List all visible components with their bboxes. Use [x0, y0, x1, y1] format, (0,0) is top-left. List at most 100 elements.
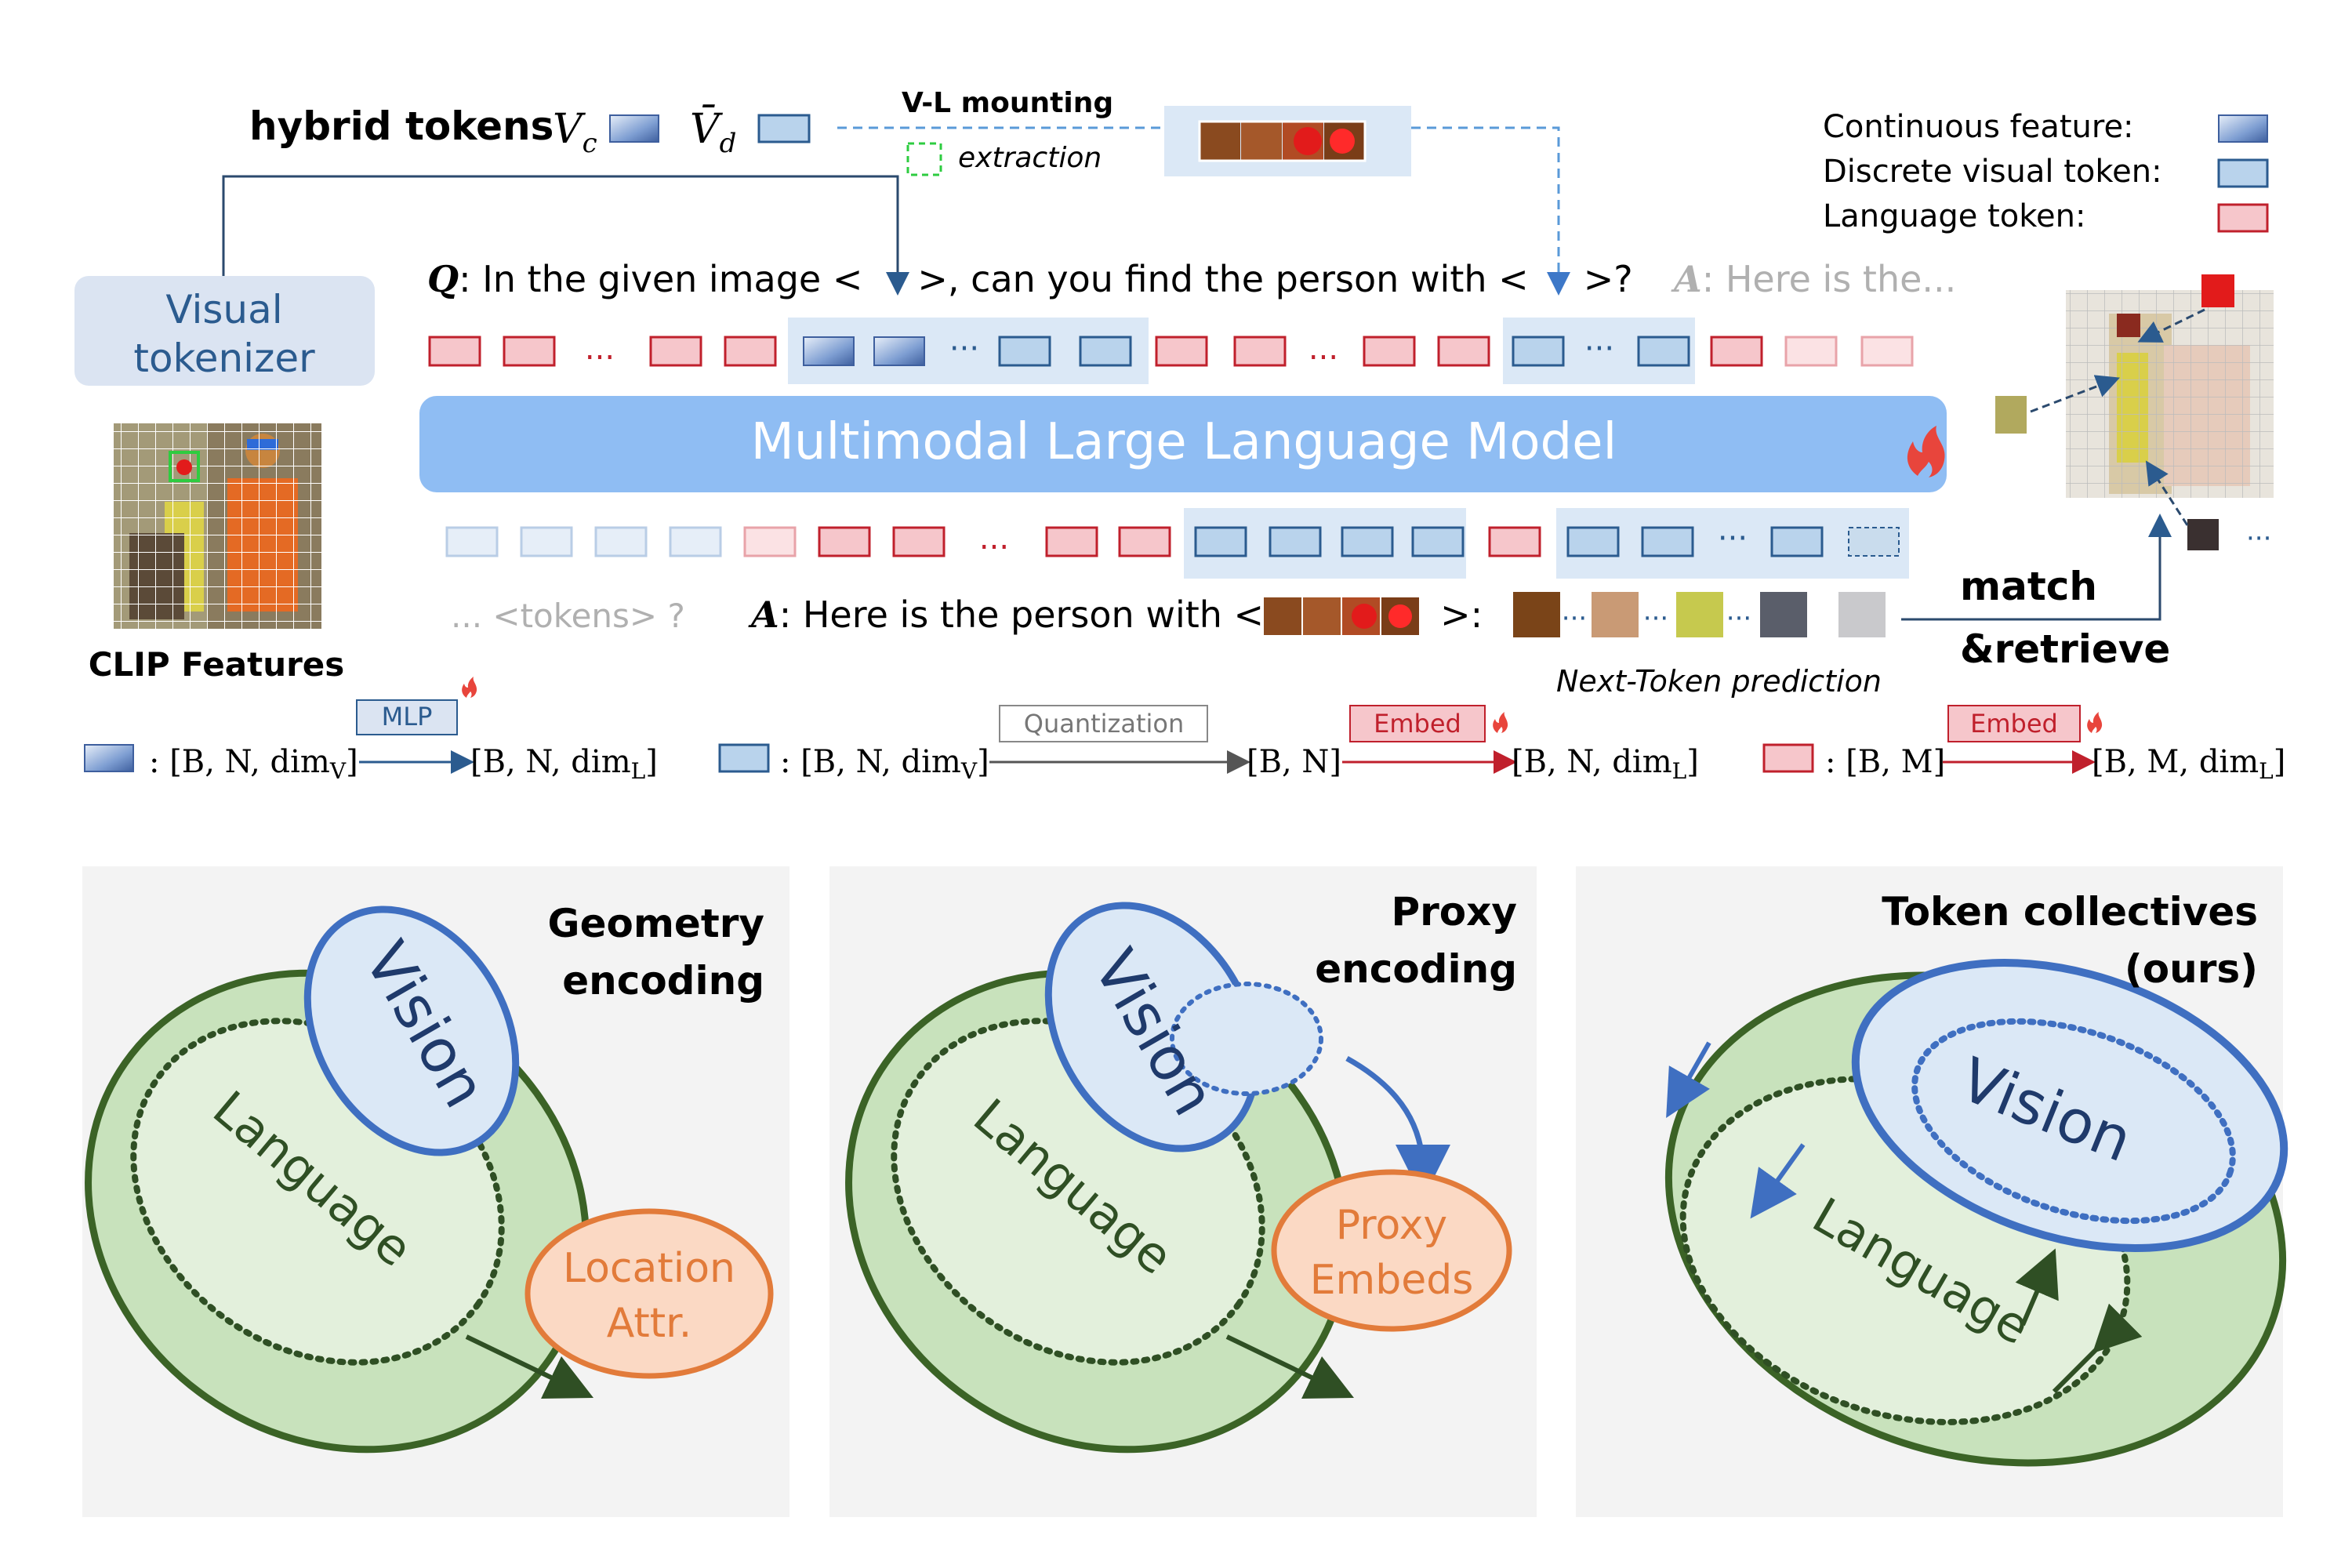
legend-discrete-swatch	[2217, 158, 2269, 188]
proxy-embeds-line2: Embeds	[1310, 1257, 1474, 1304]
retrieve-arrow	[2030, 375, 2121, 413]
lang-token	[1045, 526, 1098, 557]
proxy-arrow	[1345, 1055, 1450, 1200]
discrete-token-pending	[1848, 527, 1900, 557]
retrieve-label: &retrieve	[1960, 626, 2170, 672]
formula-continuous-swatch	[84, 744, 134, 772]
discrete-token-sample	[757, 114, 811, 143]
expand-arrow	[465, 1334, 594, 1399]
svg-text:···: ···	[1726, 603, 1751, 634]
lang-token	[428, 336, 481, 367]
location-attr-ellipse	[524, 1208, 774, 1379]
lang-token	[1233, 336, 1287, 367]
fire-icon	[462, 677, 477, 698]
panel-title-line1: Proxy	[1392, 889, 1518, 935]
panel-token-collectives: Vision Language Token collectives (ours)	[1576, 866, 2288, 1517]
match-arrow	[1901, 514, 2172, 621]
retrieve-arrow	[2145, 460, 2189, 526]
discrete-token	[1770, 526, 1824, 557]
legend-continuous-swatch	[2218, 114, 2268, 143]
legend-discrete-label: Discrete visual token:	[1823, 154, 2162, 190]
contract-arrow	[1666, 1041, 1711, 1119]
faded-token	[669, 526, 722, 557]
input-token-row: ... ··· ... ···	[428, 318, 1914, 384]
next-token-label: Next-Token prediction	[1556, 664, 1882, 699]
discrete-token	[1269, 526, 1322, 557]
visual-tokenizer-line2: tokenizer	[133, 336, 315, 381]
embed-label: Embed	[1970, 709, 2058, 739]
panel-title-line1: Token collectives	[1882, 889, 2258, 935]
clip-features-label: CLIP Features	[89, 645, 345, 684]
embed-box	[1349, 705, 1486, 742]
formula-language-swatch	[1762, 743, 1814, 773]
extracted-patches	[1198, 120, 1367, 162]
lang-token	[1155, 336, 1208, 367]
continuous-token-sample	[609, 114, 659, 143]
lang-token-faded	[1860, 336, 1914, 367]
answer-line: A: Here is the person with <>:	[748, 593, 1483, 636]
ellipsis-red: ...	[979, 521, 1009, 557]
visual-tokenizer-box	[74, 276, 375, 386]
expand-arrow	[2015, 1248, 2059, 1327]
discrete-token	[1637, 336, 1690, 367]
vision-ellipse	[303, 906, 520, 1156]
discrete-token	[1194, 526, 1247, 557]
ellipsis-blue: ···	[1584, 331, 1614, 367]
lang-token	[818, 526, 871, 557]
discrete-token	[998, 336, 1051, 367]
formula-row: : [B, N, dimV] MLP [B, N, dimL] : [B, N,…	[84, 677, 2285, 784]
discrete-token	[1566, 526, 1620, 557]
lang-token	[1437, 336, 1490, 367]
panel-title-line2: encoding	[562, 958, 764, 1004]
formula2-mid: [B, N]	[1247, 744, 1341, 780]
lang-token-faded	[1784, 336, 1838, 367]
next-token-patches: ··· ··· ···	[1513, 592, 1886, 637]
continuous-token	[803, 336, 855, 366]
retrieved-patch	[2187, 519, 2219, 550]
quantization-box	[999, 705, 1208, 742]
lang-token	[1118, 526, 1171, 557]
tokenizer-arrow	[222, 175, 909, 296]
ellipsis-blue: ···	[2246, 523, 2271, 554]
fire-icon	[1493, 712, 1508, 733]
lang-token	[503, 336, 556, 367]
mlp-label: MLP	[382, 702, 433, 731]
ellipsis-blue: ···	[1718, 521, 1748, 557]
retrieved-patch	[2201, 274, 2234, 307]
contract-arrow	[1750, 1143, 1806, 1219]
question-line: Q: In the given image <>, can you find t…	[427, 258, 1633, 300]
output-token-row: ... ···	[445, 508, 1909, 579]
panel-title-line2: (ours)	[2125, 946, 2258, 992]
vc-symbol: Vc	[553, 106, 597, 159]
expand-arrow	[1225, 1334, 1355, 1399]
retrieved-patch	[1995, 396, 2027, 434]
location-attr-line2: Attr.	[607, 1300, 692, 1347]
vision-ellipse	[1044, 902, 1261, 1152]
quantization-label: Quantization	[1024, 709, 1185, 739]
lang-token-faded	[743, 526, 797, 557]
ellipsis-red: ...	[585, 331, 615, 367]
hybrid-tokens-label: hybrid tokens	[249, 103, 554, 149]
lang-token	[1488, 526, 1541, 557]
fire-icon	[1907, 426, 1945, 477]
panel-title-line2: encoding	[1315, 946, 1517, 992]
formula3-out: [B, M, dimL]	[2092, 744, 2285, 784]
vl-mounting-label: V-L mounting	[902, 87, 1113, 119]
proxy-embeds-ellipse	[1271, 1169, 1512, 1332]
fire-icon	[2087, 712, 2103, 733]
ellipsis-blue: ···	[949, 331, 979, 367]
vd-symbol: V̄d	[690, 105, 736, 159]
extraction-label: extraction	[958, 142, 1102, 174]
proxy-region	[1170, 982, 1323, 1096]
panel-proxy-encoding: Vision Language Proxy Embeds Proxy encod…	[829, 866, 1537, 1517]
formula2-out: [B, N, dimL]	[1512, 744, 1699, 784]
extraction-box-icon	[906, 142, 942, 176]
vision-ellipse	[1851, 959, 2288, 1252]
mllm-bar	[419, 396, 1947, 492]
discrete-token	[1341, 526, 1394, 557]
formula1-in: : [B, N, dimV]	[149, 744, 358, 784]
formula2-in: : [B, N, dimV]	[780, 744, 989, 784]
clip-feature-image	[114, 423, 321, 629]
legend-language-swatch	[2217, 203, 2269, 233]
